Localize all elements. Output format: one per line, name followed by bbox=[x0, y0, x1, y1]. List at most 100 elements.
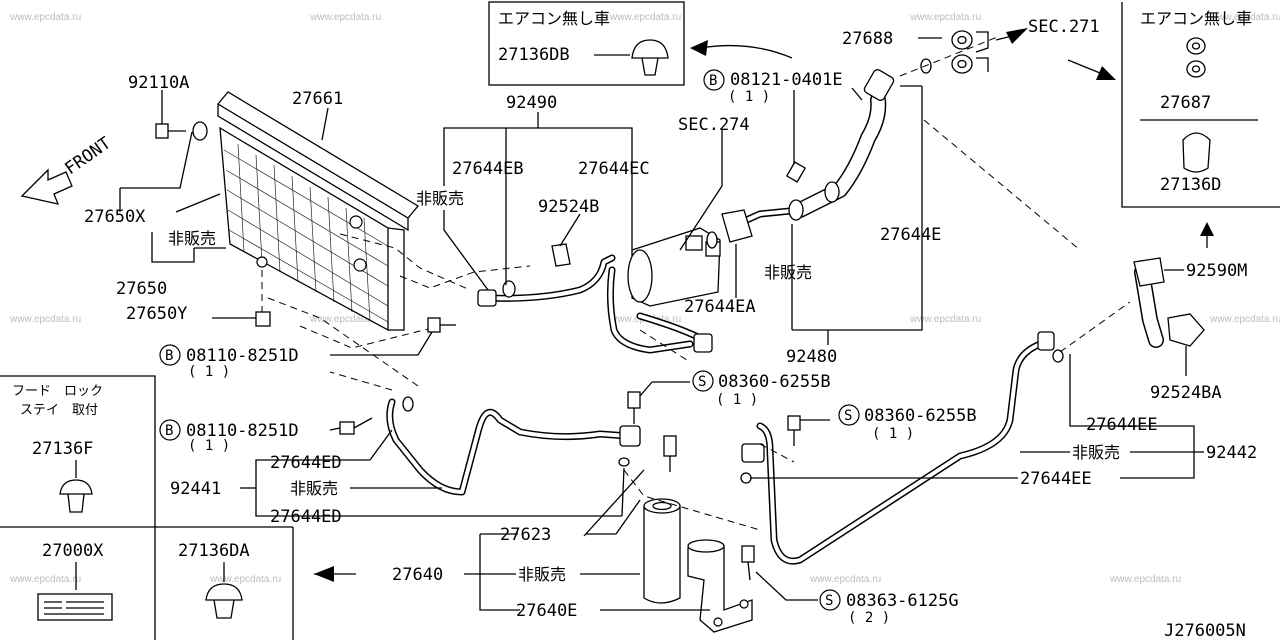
fastener-symbol: S bbox=[844, 408, 852, 424]
fastener-symbol: S bbox=[698, 374, 706, 390]
pressure-switch-icon bbox=[663, 435, 677, 457]
pipe-fitting-icon bbox=[1037, 331, 1055, 351]
not-for-sale-label: 非販売 bbox=[290, 479, 338, 498]
b-symbol-icon bbox=[159, 419, 181, 441]
bracket-92490 bbox=[443, 127, 633, 250]
arrow-head-icon bbox=[690, 40, 708, 56]
box-no-ac-right: エアコン無し車 27687 27136D bbox=[1121, 2, 1280, 208]
watermark: www.epcdata.ru bbox=[1209, 314, 1280, 325]
b-symbol-icon bbox=[159, 344, 181, 366]
part-number: 27644ED bbox=[270, 507, 342, 527]
section-ref: SEC.271 bbox=[1028, 17, 1100, 37]
bolt-icon bbox=[427, 317, 441, 333]
o-ring-icon bbox=[618, 457, 630, 467]
fastener-symbol: B bbox=[165, 348, 173, 364]
fastener-code: 08360-6255B bbox=[718, 372, 831, 392]
compressor bbox=[627, 130, 723, 307]
fastener-symbol: S bbox=[825, 593, 833, 609]
clip-92524BA bbox=[1167, 313, 1205, 376]
bolt-92110A bbox=[155, 90, 208, 141]
part-number: 27644EE bbox=[1020, 469, 1092, 489]
pipe-fitting-icon bbox=[693, 333, 713, 353]
fastener-qty: ( 1 ) bbox=[716, 392, 758, 408]
part-number: 27136DB bbox=[498, 45, 570, 65]
o-ring-icon bbox=[402, 396, 414, 412]
hose-fitting-icon bbox=[863, 69, 895, 101]
part-number: 27644EC bbox=[578, 159, 650, 179]
part-number: 27000X bbox=[42, 541, 104, 561]
bolt-icon bbox=[785, 161, 807, 183]
watermark: www.epcdata.ru bbox=[209, 574, 281, 585]
box-title: ステイ 取付 bbox=[20, 403, 98, 418]
part-number: 27644E bbox=[880, 225, 941, 245]
pipe-fitting-icon bbox=[619, 425, 641, 447]
part-number: 27623 bbox=[500, 525, 551, 545]
part-number: 27661 bbox=[292, 89, 343, 109]
fastener-qty: ( 1 ) bbox=[872, 426, 914, 442]
box-title: エアコン無し車 bbox=[1140, 9, 1252, 28]
pipe-92442 bbox=[740, 331, 1064, 565]
part-number: 27650X bbox=[84, 207, 146, 227]
condenser bbox=[217, 91, 419, 332]
not-for-sale-label: 非販売 bbox=[518, 565, 566, 584]
watermark: www.epcdata.ru bbox=[909, 314, 981, 325]
part-number: 92480 bbox=[786, 347, 837, 367]
bracket-line bbox=[151, 232, 195, 263]
grommet-icon bbox=[631, 39, 669, 59]
part-number: 27644EB bbox=[452, 159, 524, 179]
part-number: 27136F bbox=[32, 439, 93, 459]
watermark: www.epcdata.ru bbox=[9, 12, 81, 23]
pipe-fitting-icon bbox=[477, 289, 497, 307]
fastener-code: 08363-6125G bbox=[846, 591, 959, 611]
bracket-27644EE bbox=[1069, 354, 1195, 479]
arrow-line bbox=[699, 44, 793, 59]
drier-body bbox=[643, 505, 681, 604]
condenser-core bbox=[219, 126, 389, 332]
bolt-icon bbox=[787, 415, 801, 431]
bolt-icon bbox=[741, 545, 755, 563]
box-title: エアコン無し車 bbox=[498, 9, 610, 28]
plug-icon bbox=[1182, 132, 1211, 173]
watermark: www.epcdata.ru bbox=[909, 12, 981, 23]
b-symbol-icon bbox=[703, 69, 725, 91]
part-number: 27687 bbox=[1160, 93, 1211, 113]
part-number: 27644ED bbox=[270, 453, 342, 473]
fastener-code: 08121-0401E bbox=[730, 70, 843, 90]
front-arrow-icon bbox=[20, 168, 73, 205]
bracket-92480 bbox=[792, 86, 923, 331]
front-label: FRONT bbox=[61, 133, 114, 179]
grommet-icon bbox=[205, 583, 243, 601]
fastener-s2: S 08360-6255B ( 1 ) bbox=[787, 404, 977, 446]
box-hood-stay: フード ロック ステイ 取付 27136F 27000X 27136DA bbox=[0, 375, 294, 640]
part-number: 92110A bbox=[128, 73, 189, 93]
part-number: 92524B bbox=[538, 197, 599, 217]
fastener-code: 08360-6255B bbox=[864, 406, 977, 426]
hose-27644EA bbox=[606, 266, 713, 354]
fastener-qty: ( 1 ) bbox=[188, 438, 230, 454]
pipe-fitting-icon bbox=[741, 443, 765, 463]
o-ring-icon bbox=[1052, 349, 1064, 363]
receiver-drier bbox=[643, 435, 753, 633]
watermark: www.epcdata.ru bbox=[309, 314, 381, 325]
clip-icon bbox=[1167, 313, 1205, 347]
box-title: フード ロック bbox=[12, 384, 103, 399]
leader-line bbox=[443, 210, 489, 291]
arrow-head-icon bbox=[1200, 222, 1214, 236]
leader-line bbox=[120, 131, 193, 189]
watermark: www.epcdata.ru bbox=[609, 12, 681, 23]
fastener-s3: S 08363-6125G ( 2 ) bbox=[741, 545, 959, 626]
part-number: 92442 bbox=[1206, 443, 1257, 463]
condenser-top-bar bbox=[217, 91, 419, 219]
fastener-qty: ( 1 ) bbox=[728, 89, 770, 105]
not-for-sale-label: 非販売 bbox=[1072, 443, 1120, 462]
hose-92480 bbox=[706, 69, 895, 249]
hose-fitting-icon bbox=[1133, 257, 1165, 287]
hose-block-icon bbox=[721, 209, 753, 243]
fastener-symbol: B bbox=[709, 73, 717, 89]
arrow-head-icon bbox=[1006, 28, 1028, 44]
section-ref: SEC.274 bbox=[678, 115, 750, 135]
part-number: 27650Y bbox=[126, 304, 187, 324]
fastener-code: 08110-8251D bbox=[186, 421, 299, 441]
part-number: 27650 bbox=[116, 279, 167, 299]
